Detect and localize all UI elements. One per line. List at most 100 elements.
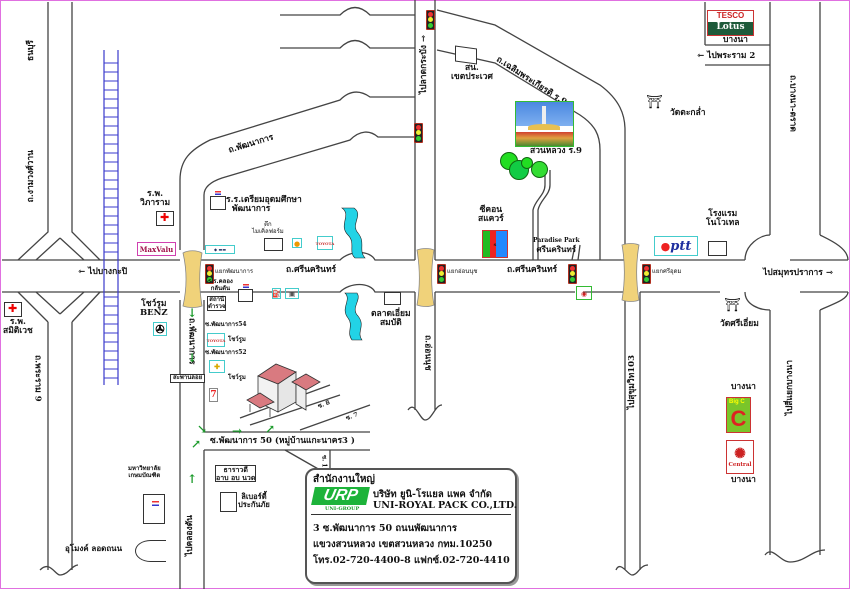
chevrolet-showroom-label: โชว์รูม [228, 374, 246, 381]
traffic-light-icon [568, 264, 577, 284]
direction-arrow-icon: → [232, 424, 243, 438]
bigc-location: บางนา [731, 382, 756, 392]
road-label-thonburi: ธนบุรี [26, 40, 36, 61]
samitivej-hospital-label: ร.พ.สมิติเวช [3, 317, 33, 337]
wall [295, 383, 307, 411]
bridge-sriudom [621, 243, 640, 302]
road-label-soi1: ซ. 1 [320, 455, 328, 468]
address-line-1: 3 ซ.พัฒนาการ 50 ถนนพัฒนาการ [313, 523, 457, 534]
seven-eleven-logo: 7 [209, 388, 218, 402]
school2-label: ร.ร.คลองกลันตัน [208, 278, 233, 292]
direction-klongtan: ไปคลองตัน [185, 515, 195, 557]
ptt-drop-icon: ● [660, 239, 671, 253]
station-line-1: สถานี [209, 296, 225, 303]
roof [246, 392, 275, 409]
soi54-label: ซ.พัฒนาการ54 [205, 321, 247, 328]
university-label: มหาวิทยาลัยเกษมบัณฑิต [128, 465, 161, 479]
direction-rama2: ⇽ ไปพระราม 2 [697, 51, 756, 61]
shell-logo: ● [292, 238, 302, 248]
school-label: ร.ร.เตรียมอุดมศึกษาพัฒนาการ [226, 195, 302, 215]
bangna-trad-road [764, 2, 826, 563]
pedestrian-bridge-sign: สะพานลอย [170, 374, 206, 383]
benz-line-2: BENZ [140, 308, 168, 319]
traffic-light-icon [437, 264, 446, 284]
direction-sukhumvit103: ไปสุขุมวิท103 [627, 355, 637, 410]
direction-arrow-icon: ↘ [197, 422, 208, 436]
soi52-label: ซ.พัฒนาการ52 [205, 349, 247, 356]
university-flag-icon [143, 494, 165, 524]
building-line-1: ตึก [264, 221, 272, 228]
company-name-thai: บริษัท ยูนิ-โรแยล แพค จำกัด [373, 489, 492, 500]
toyota-showroom-label: โชว์รูม [228, 336, 246, 343]
benz-line-1: โชว์รูม [141, 299, 167, 309]
rail-ties [104, 62, 118, 379]
direction-arrow-icon: ↗ [265, 422, 276, 436]
paradise-road [571, 244, 581, 261]
tunnel-label: อุโมงค์ ลอดถนน [65, 543, 123, 553]
vikaram-line-1: ร.พ. [147, 189, 164, 199]
hospital-icon: ✚ [156, 211, 174, 226]
tesco-lotus-logo: TESCO Lotus [707, 10, 754, 36]
pattanakarn-road-outer [179, 91, 415, 589]
tesco-text: TESCO [708, 11, 753, 22]
traffic-light-icon [642, 264, 651, 284]
market-line-1: ตลาดเอี่ยม [371, 309, 411, 319]
university-line-1: มหาวิทยาลัย [128, 465, 161, 472]
seacon-logo: S [482, 230, 508, 258]
ptt-logo: ●ptt [654, 236, 698, 256]
temple-icon: ⛩ [646, 95, 663, 110]
contact-phone-fax: โทร.02-720-4400-8 แฟกซ์.02-720-4410 [313, 555, 510, 566]
vikaram-hospital-label: ร.พ.วิภาราม [140, 189, 171, 209]
rama2-road [704, 2, 770, 66]
road-label-bangna-trad: ถ.บางนา-ตราด [787, 75, 798, 132]
police-station-label: สถานีตำรวจ [207, 296, 227, 312]
maxvalu-logo: MaxValu [137, 242, 176, 256]
bridge-onnut [416, 248, 435, 307]
headquarters-info-box: สำนักงานใหญ่ URP UNI-GROUP บริษัท ยูนิ-โ… [305, 468, 517, 584]
seacon-line-1: ซีคอน [479, 205, 503, 215]
onnut-road [407, 292, 443, 421]
central-location: บางนา [731, 475, 756, 485]
traffic-light-icon [426, 10, 435, 30]
police-line-1: สน. [464, 63, 479, 73]
traffic-light-icon [205, 264, 214, 284]
central-sun-icon: ✺ [734, 446, 746, 462]
arrow-right-icon: ⇾ [822, 268, 833, 278]
paradise-line-1: Paradise Park [533, 237, 580, 244]
interchange-ramps [35, 237, 85, 315]
bridge-pattanakarn [182, 250, 203, 308]
vikaram-line-2: วิภาราม [140, 198, 171, 209]
road-label-srinakarin-2: ถ.ศรีนครินทร์ [507, 265, 558, 275]
lotus-text: Lotus [708, 22, 753, 35]
urp-logo: URP [311, 487, 370, 505]
bigc-c-glyph: C [730, 406, 747, 431]
central-logo-text: Central [728, 462, 752, 468]
pattanakarn-soi-roads [203, 300, 370, 589]
novotel-line-2: โนโวเทล [706, 218, 740, 229]
river-south [344, 292, 363, 341]
park-path [532, 170, 551, 260]
urp-logo-sub: UNI-GROUP [325, 506, 360, 512]
ladkrabang-road [280, 0, 436, 260]
tree-icon [531, 161, 548, 178]
direction-arrow-icon: ↓ [187, 306, 198, 320]
ptt-logo-text: ptt [670, 238, 692, 254]
market-box [384, 292, 401, 305]
direction-samutprakan: ไปสมุทรปราการ ⇾ [763, 268, 833, 278]
seacon-line-2: สแควร์ [478, 214, 504, 225]
market-line-2: สมบัติ [379, 318, 402, 329]
novotel-box [708, 241, 727, 256]
university-line-2: เกษมบัณฑิต [128, 471, 161, 479]
intersection-onnut: แยกอ่อนนุช [447, 268, 478, 275]
wat-sri-iam-label: วัดศรีเอี่ยม [720, 319, 759, 329]
tesco-location: บางนา [723, 35, 748, 45]
market-label: ตลาดเอี่ยมสมบัติ [371, 309, 411, 329]
building-line-2: ไมเคิ่ลฟอร์ม [252, 227, 284, 235]
direction-arrow-icon: ↑ [187, 472, 198, 486]
soi1-road [284, 449, 331, 471]
company-name-english: UNI-ROYAL PACK CO.,LTD. [373, 500, 518, 511]
road-label-onnut: ถ.อ่อนนุช [422, 335, 433, 371]
park-label: สวนหลวง ร.9 [530, 146, 582, 156]
